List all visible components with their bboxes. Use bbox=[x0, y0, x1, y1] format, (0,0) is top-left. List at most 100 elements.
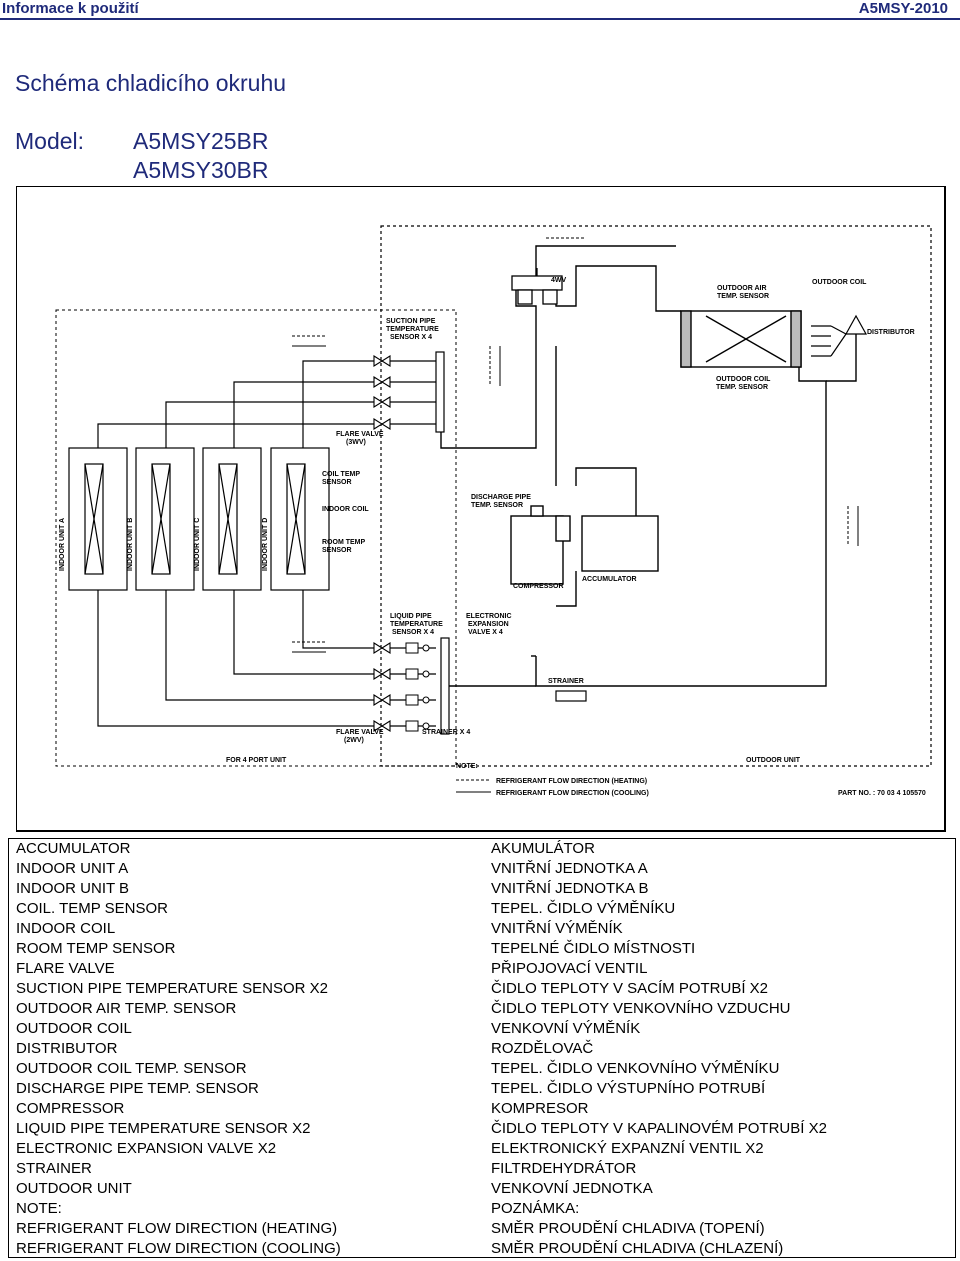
eev-label-1: ELECTRONIC bbox=[466, 613, 512, 620]
liquid-sensor-label-1: LIQUID PIPE bbox=[390, 613, 432, 620]
note-label: NOTE: bbox=[456, 763, 478, 770]
indoor-group-boundary bbox=[55, 309, 457, 767]
legend-row: ACCUMULATOR AKUMULÁTOR bbox=[9, 840, 955, 860]
legend-row: OUTDOOR UNIT VENKOVNÍ JEDNOTKA bbox=[9, 1180, 955, 1200]
flare-valve-top-label-1: FLARE VALVE bbox=[336, 431, 384, 438]
part-number-label: PART NO. : 70 03 4 105570 bbox=[838, 790, 926, 797]
room-temp-label-2: SENSOR bbox=[322, 547, 352, 554]
legend-row: REFRIGERANT FLOW DIRECTION (COOLING) SMĚR… bbox=[9, 1240, 955, 1260]
indoor-unit-b-label: INDOOR UNIT B bbox=[127, 518, 134, 571]
legend-czech: TEPELNÉ ČIDLO MÍSTNOSTI bbox=[491, 940, 696, 957]
flow-arrows bbox=[292, 237, 859, 653]
legend-czech: ČIDLO TEPLOTY V SACÍM POTRUBÍ X2 bbox=[491, 980, 769, 997]
legend-row: SUCTION PIPE TEMPERATURE SENSOR X2 ČIDLO … bbox=[9, 980, 955, 1000]
outdoor-unit-boundary bbox=[380, 225, 932, 767]
legend-czech: ČIDLO TEPLOTY VENKOVNÍHO VZDUCHU bbox=[491, 1000, 791, 1017]
outdoor-coil-icon bbox=[680, 310, 802, 368]
refrigerant-circuit-diagram: SUCTION PIPE TEMPERATURE SENSOR X 4 4WV … bbox=[16, 186, 946, 832]
legend-czech: ČIDLO TEPLOTY V KAPALINOVÉM POTRUBÍ X2 bbox=[491, 1120, 827, 1137]
legend-english: INDOOR COIL bbox=[16, 920, 116, 937]
legend-english: LIQUID PIPE TEMPERATURE SENSOR X2 bbox=[16, 1120, 311, 1137]
legend-czech: KOMPRESOR bbox=[491, 1100, 589, 1117]
indoor-coil-label: INDOOR COIL bbox=[322, 506, 369, 513]
legend-czech: PŘIPOJOVACÍ VENTIL bbox=[491, 960, 648, 977]
flare-valve-bottom-label-2: (2WV) bbox=[344, 737, 364, 744]
legend-row: OUTDOOR COIL VENKOVNÍ VÝMĚNÍK bbox=[9, 1020, 955, 1040]
note-heating-label: REFRIGERANT FLOW DIRECTION (HEATING) bbox=[496, 778, 647, 785]
legend-czech: TEPEL. ČIDLO VENKOVNÍHO VÝMĚNÍKU bbox=[491, 1060, 780, 1077]
model-label: Model: bbox=[15, 128, 85, 154]
legend-czech: AKUMULÁTOR bbox=[491, 840, 595, 857]
legend-czech: TEPEL. ČIDLO VÝMĚNÍKU bbox=[491, 900, 676, 917]
flare-valve-bottom-label-1: FLARE VALVE bbox=[336, 729, 384, 736]
header-divider bbox=[0, 18, 960, 20]
legend-english: STRAINER bbox=[16, 1160, 92, 1177]
four-port-label: FOR 4 PORT UNIT bbox=[226, 757, 287, 764]
legend-row: NOTE:POZNÁMKA: bbox=[9, 1200, 955, 1220]
room-temp-label-1: ROOM TEMP bbox=[322, 539, 365, 546]
legend-english: SUCTION PIPE TEMPERATURE SENSOR X2 bbox=[16, 980, 329, 997]
legend-czech: VNITŘNÍ JEDNOTKA A bbox=[491, 860, 648, 877]
legend-row: OUTDOOR COIL TEMP. SENSOR TEPEL. ČIDLO VE… bbox=[9, 1060, 955, 1080]
legend-czech: VENKOVNÍ VÝMĚNÍK bbox=[491, 1020, 641, 1037]
legend-english: ACCUMULATOR bbox=[16, 840, 131, 857]
note-legend-arrows bbox=[456, 779, 491, 793]
discharge-label-1: DISCHARGE PIPE bbox=[471, 494, 531, 501]
legend-czech: VENKOVNÍ JEDNOTKA bbox=[491, 1180, 653, 1197]
indoor-unit-c-label: INDOOR UNIT C bbox=[194, 518, 201, 571]
fourway-valve-label: 4WV bbox=[551, 277, 567, 284]
legend-row: ELECTRONIC EXPANSION VALVE X2 ELEKTRONICK… bbox=[9, 1140, 955, 1160]
legend-english: OUTDOOR COIL TEMP. SENSOR bbox=[16, 1060, 247, 1077]
outdoor-coil-sensor-label-1: OUTDOOR COIL bbox=[716, 376, 771, 383]
legend-czech: FILTRDEHYDRÁTOR bbox=[491, 1160, 637, 1177]
indoor-unit-d-label: INDOOR UNIT D bbox=[262, 518, 269, 571]
page-title: Schéma chladicího okruhu bbox=[15, 70, 287, 96]
four-way-valve-icon bbox=[511, 268, 563, 305]
liquid-sensor-label-3: SENSOR X 4 bbox=[392, 629, 434, 636]
legend-czech: TEPEL. ČIDLO VÝSTUPNÍHO POTRUBÍ bbox=[491, 1080, 766, 1097]
legend-czech: SMĚR PROUDĚNÍ CHLADIVA (TOPENÍ) bbox=[491, 1220, 765, 1237]
flare-valve-top-label-2: (3WV) bbox=[346, 439, 366, 446]
suction-manifold bbox=[435, 351, 445, 433]
coil-temp-label-2: SENSOR bbox=[322, 479, 352, 486]
outdoor-coil-label: OUTDOOR COIL bbox=[812, 279, 867, 286]
indoor-units bbox=[68, 360, 436, 727]
legend-english: DISCHARGE PIPE TEMP. SENSOR bbox=[16, 1080, 259, 1097]
outdoor-air-label-2: TEMP. SENSOR bbox=[717, 293, 769, 300]
legend-english: REFRIGERANT FLOW DIRECTION (COOLING) bbox=[16, 1240, 341, 1257]
legend-czech: SMĚR PROUDĚNÍ CHLADIVA (CHLAZENÍ) bbox=[491, 1240, 784, 1257]
legend-row: DISCHARGE PIPE TEMP. SENSOR TEPEL. ČIDLO … bbox=[9, 1080, 955, 1100]
suction-sensor-label-3: SENSOR X 4 bbox=[390, 334, 432, 341]
legend-row: FLARE VALVE PŘIPOJOVACÍ VENTIL bbox=[9, 960, 955, 980]
indoor-unit-a-label: INDOOR UNIT A bbox=[59, 518, 66, 571]
legend-english: DISTRIBUTOR bbox=[16, 1040, 118, 1057]
eev-label-3: VALVE X 4 bbox=[468, 629, 503, 636]
outdoor-air-label-1: OUTDOOR AIR bbox=[717, 285, 767, 292]
accumulator-label: ACCUMULATOR bbox=[582, 576, 637, 583]
legend-czech: ROZDĚLOVAČ bbox=[491, 1040, 594, 1057]
legend-english: OUTDOOR UNIT bbox=[16, 1180, 132, 1197]
liquid-sensor-label-2: TEMPERATURE bbox=[390, 621, 443, 628]
outdoor-coil-sensor-label-2: TEMP. SENSOR bbox=[716, 384, 768, 391]
coil-temp-label-1: COIL TEMP bbox=[322, 471, 360, 478]
accumulator-icon bbox=[555, 515, 659, 572]
header-model-code: A5MSY-2010 bbox=[858, 0, 948, 17]
strainer-x4-label: STRAINER X 4 bbox=[422, 729, 470, 736]
distributor-label: DISTRIBUTOR bbox=[867, 329, 915, 336]
flare-valve-icons bbox=[373, 355, 391, 732]
note-cooling-label: REFRIGERANT FLOW DIRECTION (COOLING) bbox=[496, 790, 649, 797]
legend-english: INDOOR UNIT B bbox=[16, 880, 130, 897]
legend-english: NOTE: bbox=[16, 1200, 62, 1217]
legend-english: ROOM TEMP SENSOR bbox=[16, 940, 176, 957]
legend-czech: ELEKTRONICKÝ EXPANZNÍ VENTIL X2 bbox=[491, 1140, 764, 1157]
legend-row: ROOM TEMP SENSOR TEPELNÉ ČIDLO MÍSTNOSTI bbox=[9, 940, 955, 960]
legend-english: FLARE VALVE bbox=[16, 960, 115, 977]
legend-english: OUTDOOR COIL bbox=[16, 1020, 132, 1037]
legend-english: ELECTRONIC EXPANSION VALVE X2 bbox=[16, 1140, 277, 1157]
page-header: Informace k použití A5MSY-2010 bbox=[0, 0, 960, 20]
legend-row: DISTRIBUTOR ROZDĚLOVAČ bbox=[9, 1040, 955, 1060]
